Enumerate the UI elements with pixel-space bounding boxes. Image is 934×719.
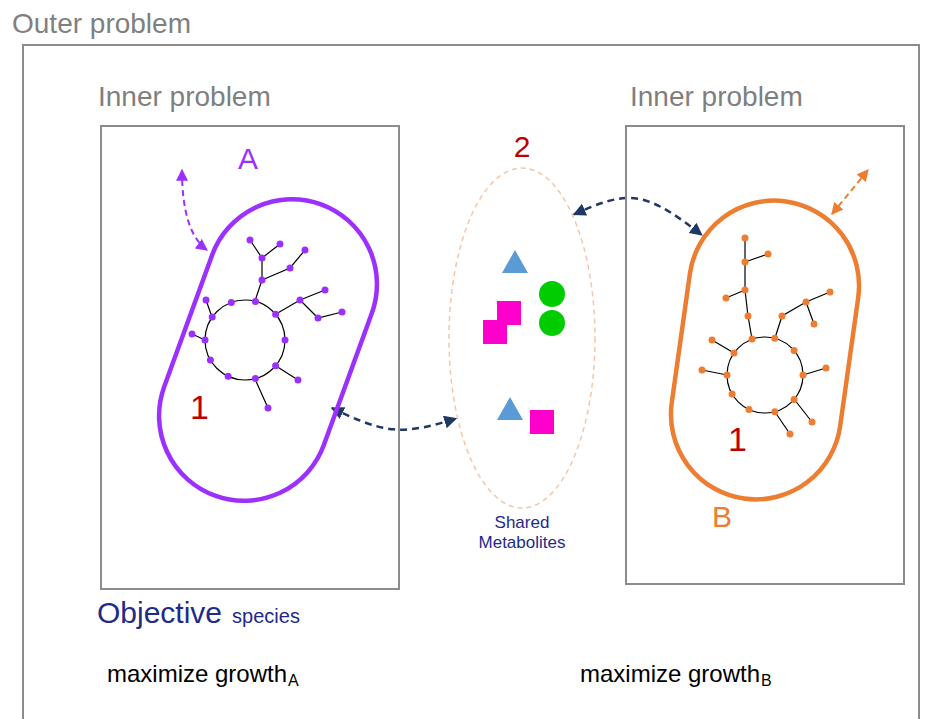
- objective-formula: maximize growth: [107, 660, 287, 688]
- box-heading: Inner problem: [630, 81, 803, 113]
- metabolite-circle: [539, 310, 565, 336]
- box-heading: Outer problem: [12, 8, 191, 40]
- pool-caption: Shared Metabolites: [467, 513, 577, 552]
- objective-formula: maximize growth: [580, 660, 760, 688]
- node-outline: [447, 130, 597, 560]
- species-name: B: [712, 500, 732, 535]
- callout-number: 1: [190, 388, 209, 427]
- inner-problem-box: Inner problemA1: [100, 125, 400, 590]
- formula-subscript: A: [288, 672, 299, 690]
- callout-number: 2: [447, 130, 597, 165]
- inner-problem-box: Inner problem1B: [625, 125, 905, 585]
- species-name: A: [238, 142, 258, 177]
- callout-number: 1: [728, 420, 747, 459]
- objective-heading: Objective: [97, 596, 222, 631]
- metabolite-square: [530, 410, 554, 434]
- metabolite-triangle: [497, 397, 523, 420]
- network-nodes: [192, 240, 342, 408]
- node-outline: [150, 140, 390, 510]
- exchange-connector: [574, 198, 702, 235]
- objective-note: species: [232, 605, 300, 628]
- network-nodes: [702, 238, 830, 434]
- metabolite-triangle: [502, 250, 528, 273]
- formula-subscript: B: [761, 672, 772, 690]
- network-edges: [702, 238, 830, 434]
- cell-outline: 1B: [660, 195, 870, 535]
- pool-outline: [449, 168, 595, 508]
- metabolite-pool: 2Shared Metabolites: [447, 130, 603, 560]
- exchange-arrow: [832, 170, 868, 214]
- exchange-arrow: [182, 170, 207, 250]
- cell-membrane: [660, 190, 870, 511]
- metabolite-square: [483, 320, 507, 344]
- box-heading: Inner problem: [98, 81, 271, 113]
- network-edges: [192, 240, 342, 408]
- cell-outline: A1: [150, 140, 390, 510]
- exchange-connector: [332, 408, 456, 430]
- metabolite-circle: [539, 281, 565, 307]
- cell-membrane: [135, 175, 401, 524]
- node-outline: [660, 195, 870, 535]
